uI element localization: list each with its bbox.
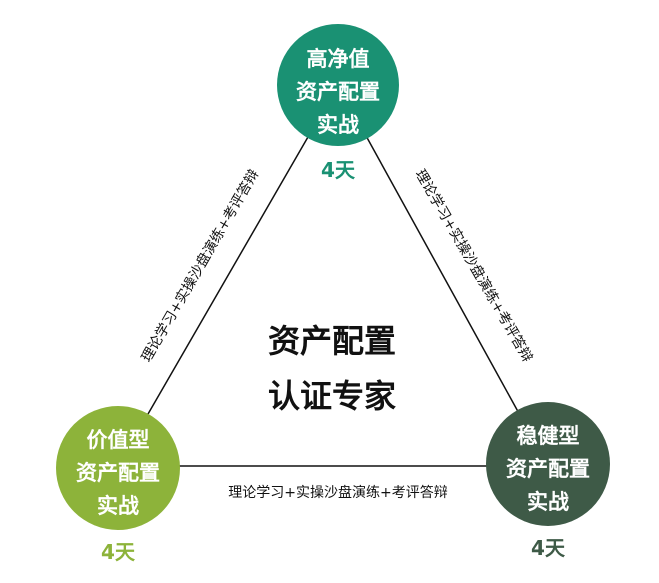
node-top: 高净值 资产配置 实战 4天 (277, 24, 399, 182)
node-left: 价值型 资产配置 实战 4天 (56, 406, 180, 564)
node-right-line3: 实战 (527, 490, 569, 514)
node-top-line2: 资产配置 (296, 80, 380, 104)
node-right-line1: 稳健型 (517, 424, 580, 448)
node-right-line2: 资产配置 (506, 457, 590, 481)
node-left-days: 4天 (101, 540, 136, 564)
node-right-days: 4天 (531, 536, 566, 560)
triangle-edges (117, 84, 549, 467)
edge-label-bottom: 理论学习+实操沙盘演练+考评答辩 (228, 484, 447, 501)
node-top-days: 4天 (321, 158, 356, 182)
node-left-line1: 价值型 (87, 428, 150, 452)
center-title-line1: 资产配置 (268, 322, 396, 360)
node-top-line3: 实战 (317, 113, 359, 137)
node-right: 稳健型 资产配置 实战 4天 (486, 402, 610, 560)
edge-line-right (337, 84, 549, 467)
edge-label-right: 理论学习+实操沙盘演练+考评答辩 (412, 166, 536, 365)
edge-line-left (117, 84, 339, 467)
edge-label-left: 理论学习+实操沙盘演练+考评答辩 (138, 166, 262, 365)
node-top-line1: 高净值 (307, 47, 370, 71)
node-left-line3: 实战 (97, 494, 139, 518)
node-left-line2: 资产配置 (76, 461, 160, 485)
center-title-line2: 认证专家 (268, 377, 396, 415)
